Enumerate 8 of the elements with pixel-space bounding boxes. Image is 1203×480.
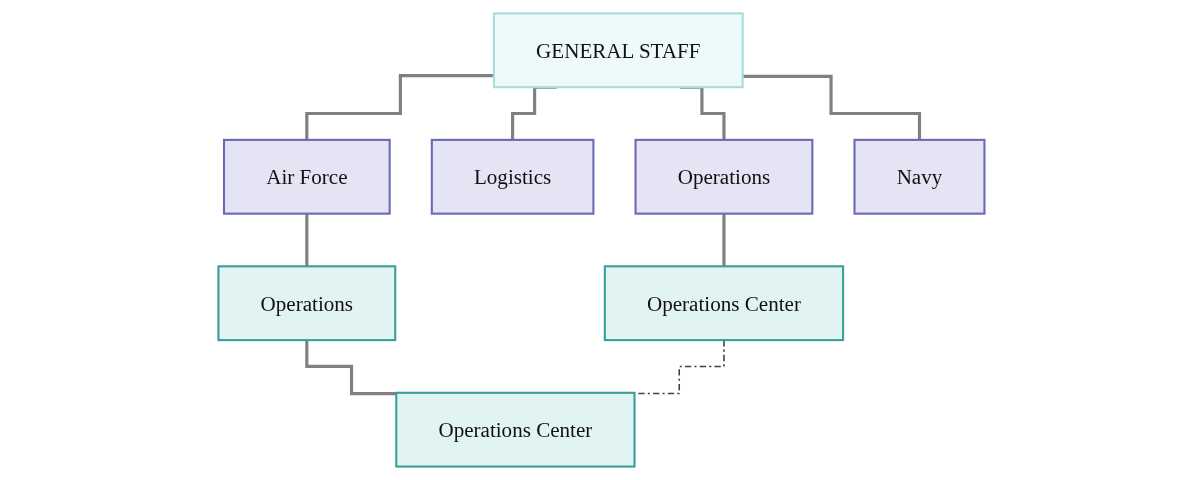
node-box: Air Force — [223, 138, 391, 215]
node-box: Operations Center — [603, 265, 845, 342]
node-box: Operations — [217, 265, 397, 342]
node-box: GENERAL STAFF — [492, 12, 744, 89]
node-box: Operations Center — [395, 391, 636, 468]
node-box: Navy — [853, 138, 986, 215]
node-box: Logistics — [430, 138, 595, 215]
node-box: Operations — [634, 138, 814, 215]
